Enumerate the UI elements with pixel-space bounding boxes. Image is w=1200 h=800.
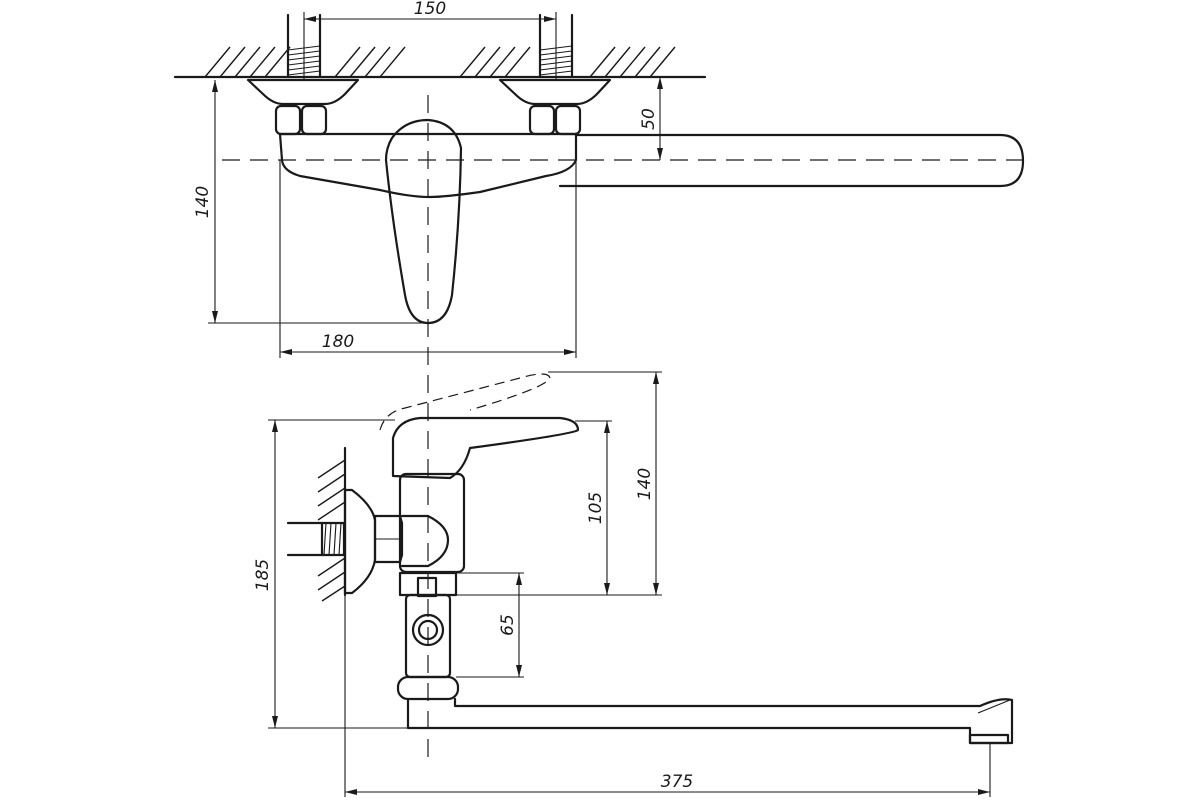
dim-label-150: 150 — [414, 0, 446, 19]
spout-side — [406, 697, 1014, 745]
diverter-knob — [411, 613, 445, 647]
diverter-knob-stem — [416, 576, 438, 598]
dim-label-180: 180 — [322, 332, 354, 352]
dim-label-50: 50 — [639, 108, 659, 130]
dim-65: 65 — [456, 572, 524, 678]
body-side — [398, 472, 466, 574]
swivel-ring — [396, 675, 460, 701]
dim-label-105: 105 — [586, 492, 606, 524]
side-view: 185 105 140 65 — [253, 371, 1014, 797]
dim-150: 150 — [303, 0, 557, 80]
dim-50: 50 — [639, 77, 663, 160]
dim-140-front: 140 — [193, 80, 428, 324]
diverter-knob-inner — [417, 619, 439, 641]
wall-top — [173, 46, 707, 79]
nuts-right — [528, 104, 582, 136]
dim-185: 185 — [253, 419, 408, 729]
dim-105: 105 — [456, 420, 612, 596]
front-view: 150 50 140 180 — [173, 0, 1030, 765]
lever-side — [391, 416, 580, 480]
aerator-side — [968, 733, 1010, 745]
supply-pipe — [286, 521, 346, 557]
dim-label-140-front: 140 — [193, 186, 213, 218]
lever-front — [384, 118, 463, 325]
mixer-body — [278, 132, 578, 199]
dim-label-140-side: 140 — [635, 468, 655, 500]
escutcheon-right — [498, 78, 612, 106]
escutcheon-side — [343, 488, 377, 595]
dim-180: 180 — [279, 160, 577, 358]
dim-375: 375 — [344, 595, 991, 797]
dim-label-185: 185 — [253, 559, 273, 591]
dim-label-375: 375 — [661, 772, 693, 792]
dim-label-65: 65 — [498, 614, 518, 636]
connector-side — [400, 514, 450, 568]
lever-side-raised — [379, 373, 551, 431]
spout-front — [558, 133, 1025, 188]
nuts-left — [274, 104, 328, 136]
dim-140-side: 140 — [548, 371, 662, 596]
escutcheon-left — [246, 78, 360, 106]
